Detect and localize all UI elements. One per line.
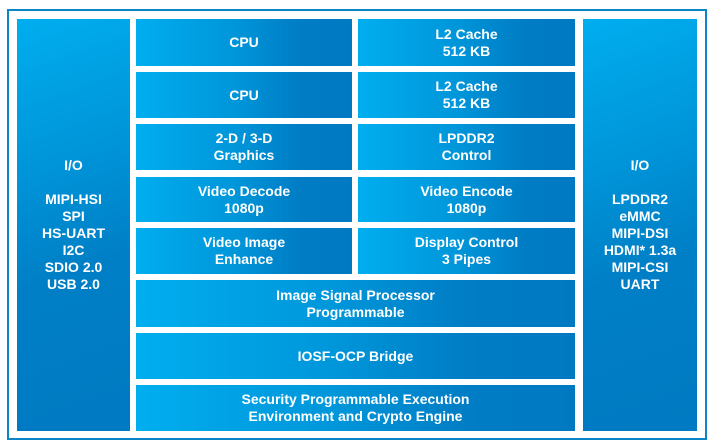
block-label: Video Image: [202, 234, 286, 250]
block-label: CPU: [229, 34, 259, 50]
right-io-item: eMMC: [619, 208, 661, 224]
block-label: Environment and Crypto Engine: [248, 408, 463, 424]
block-label: 1080p: [446, 199, 487, 216]
left-io-item: HS-UART: [42, 225, 105, 241]
block-label: Enhance: [214, 251, 274, 267]
block-label: CPU: [229, 86, 259, 103]
left-io-column: I/O MIPI-HSI SPI HS-UART I2C SDIO 2.0 US…: [17, 19, 130, 431]
block-label: 3 Pipes: [441, 251, 492, 267]
block-label: Programmable: [306, 303, 405, 320]
right-io-item: UART: [620, 276, 660, 292]
block-label: 512 KB: [442, 42, 491, 59]
right-io-column: I/O LPDDR2 eMMC MIPI-DSI HDMI* 1.3a MIPI…: [583, 19, 697, 431]
right-io-item: HDMI* 1.3a: [603, 242, 677, 258]
block-label: IOSF-OCP Bridge: [297, 347, 414, 364]
iosf-ocp-bridge-block: IOSF-OCP Bridge: [136, 333, 575, 379]
block-label: Display Control: [414, 234, 519, 250]
left-io-title: I/O: [64, 157, 83, 173]
right-io-title: I/O: [630, 157, 650, 173]
left-io-item: SDIO 2.0: [44, 259, 103, 275]
block-label: LPDDR2: [438, 130, 495, 146]
block-label: Video Decode: [197, 182, 291, 199]
left-io-item: I2C: [62, 242, 85, 258]
cpu-block-2: CPU: [136, 72, 352, 118]
right-io-item: LPDDR2: [611, 191, 668, 207]
block-label: 512 KB: [442, 95, 491, 111]
block-label: Video Encode: [420, 182, 513, 199]
block-label: L2 Cache: [435, 25, 498, 42]
left-io-item: USB 2.0: [47, 276, 100, 292]
block-label: Image Signal Processor: [276, 286, 435, 303]
block-label: L2 Cache: [435, 78, 498, 94]
block-label: Graphics: [213, 147, 275, 163]
block-label: Control: [441, 147, 492, 163]
block-label: 1080p: [224, 199, 264, 216]
block-label: Security Programmable Execution: [241, 391, 470, 407]
left-io-item: MIPI-HSI: [45, 191, 102, 207]
right-io-item: MIPI-DSI: [611, 225, 669, 241]
cpu-block-1: CPU: [136, 19, 352, 66]
right-io-item: MIPI-CSI: [611, 259, 669, 275]
block-label: 2-D / 3-D: [215, 130, 273, 146]
left-io-item: SPI: [62, 208, 85, 224]
